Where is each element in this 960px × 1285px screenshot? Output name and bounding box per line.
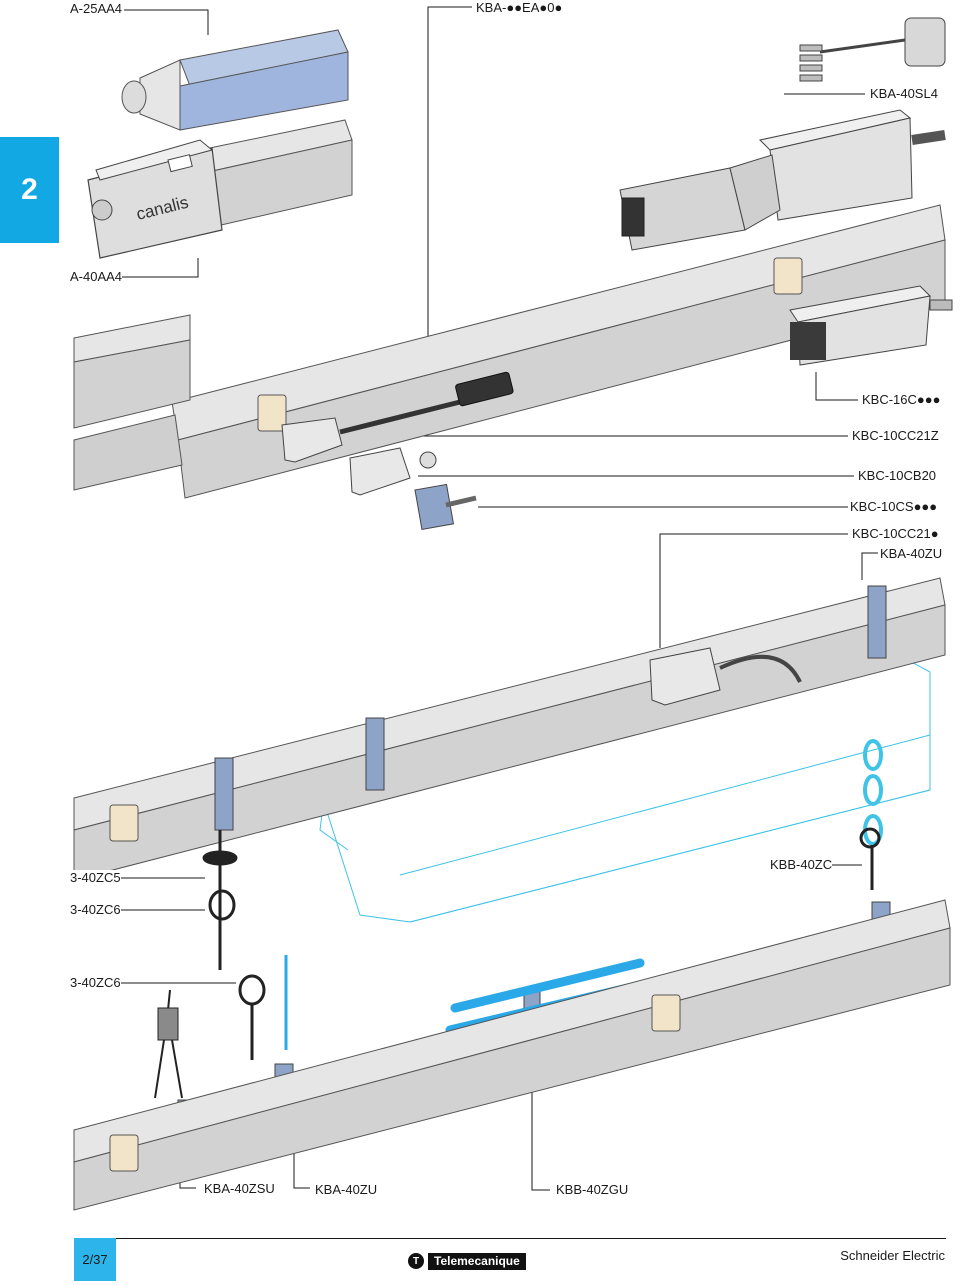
label-kba-ea0: KBA-●●EA●0● [476, 0, 563, 16]
company-name: Schneider Electric [840, 1248, 945, 1263]
label-kba-40zu-bottom: KBA-40ZU [315, 1182, 378, 1198]
label-kba-40aa4: A-40AA4 [70, 269, 123, 285]
label-kbb-40zgu: KBB-40ZGU [556, 1182, 629, 1198]
upper-left-trunking: canalis [87, 29, 353, 259]
cable-grip [154, 989, 183, 1099]
label-kbc-10cb20: KBC-10CB20 [858, 468, 937, 484]
lower-main-trunking [73, 899, 951, 1211]
brand-telemecanique: T Telemecanique [408, 1252, 526, 1270]
left-middle-trunking [73, 314, 191, 491]
label-kbb-40zc5: 3-40ZC5 [70, 870, 121, 886]
kbc-16c-tap-off [789, 285, 953, 366]
leader-lines [120, 6, 878, 1191]
label-kbc-16c: KBC-16C●●● [862, 392, 941, 408]
connector-cables [281, 371, 514, 530]
telemecanique-logo-icon: T [408, 1253, 424, 1269]
label-kba-40sl4: KBA-40SL4 [870, 86, 938, 102]
section-tab: 2 [0, 137, 59, 243]
label-kba-25aa4: A-25AA4 [70, 1, 123, 17]
label-kba-40zu-top: KBA-40ZU [880, 546, 943, 562]
footer-rule [74, 1238, 946, 1239]
label-kbc-10cc21: KBC-10CC21● [852, 526, 939, 542]
label-kbb-40zc: KBB-40ZC [770, 857, 833, 873]
label-kbb-40zc6-b: 3-40ZC6 [70, 975, 121, 991]
upper-main-trunking [171, 204, 946, 499]
middle-main-trunking [73, 577, 946, 881]
suspension-hardware [202, 739, 883, 1060]
top-right-tap-off [619, 17, 946, 251]
label-kbc-10cc21z: KBC-10CC21Z [852, 428, 939, 444]
page-number: 2/37 [74, 1238, 116, 1281]
label-kbb-40zc6-a: 3-40ZC6 [70, 902, 121, 918]
label-kbc-10cs: KBC-10CS●●● [850, 499, 938, 515]
brand-name: Telemecanique [428, 1252, 526, 1270]
label-kba-40zsu: KBA-40ZSU [204, 1181, 275, 1197]
